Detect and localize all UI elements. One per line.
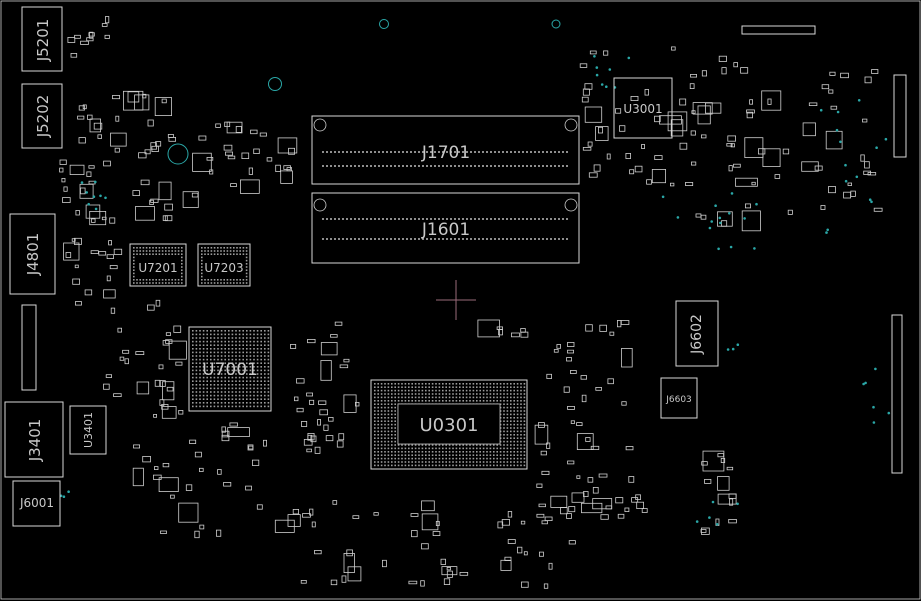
crosshair-icon xyxy=(436,280,476,320)
u0301-label: U0301 xyxy=(420,415,479,436)
chip-u7203[interactable]: U7203 xyxy=(197,243,251,287)
u3001-label: U3001 xyxy=(623,102,662,116)
j5202-label: J5202 xyxy=(34,95,52,139)
chip-u0301[interactable]: U0301 xyxy=(370,379,528,470)
connector-left-edge[interactable] xyxy=(21,304,37,391)
connector-j6001[interactable]: J6001 xyxy=(12,480,61,527)
j6602-label: J6602 xyxy=(689,314,705,355)
j4801-label: J4801 xyxy=(24,233,42,277)
connector-j4801[interactable]: J4801 xyxy=(9,213,56,295)
connector-top-right[interactable] xyxy=(741,25,816,35)
u7201-label: U7201 xyxy=(138,261,177,275)
chip-u7201[interactable]: U7201 xyxy=(129,243,187,287)
u3401-label: U3401 xyxy=(82,412,95,448)
connector-right-top[interactable] xyxy=(893,74,907,158)
chip-u3001[interactable]: U3001 xyxy=(613,77,673,139)
connector-j6603[interactable]: J6603 xyxy=(660,377,698,419)
mounting-hole xyxy=(167,143,189,165)
vias xyxy=(59,55,891,526)
u7203-label: U7203 xyxy=(204,261,243,275)
u7001-label: U7001 xyxy=(202,360,258,380)
chip-u7001[interactable]: U7001 xyxy=(188,326,272,412)
connector-j3401[interactable]: J3401 xyxy=(4,401,64,478)
j3401-label: J3401 xyxy=(26,419,44,463)
j6603-label: J6603 xyxy=(665,395,692,405)
mounting-hole xyxy=(551,19,561,29)
slot-j1701[interactable]: J1701 xyxy=(311,115,580,185)
j1601-label: J1601 xyxy=(421,220,470,240)
smd-components xyxy=(59,16,883,589)
connector-j5202[interactable]: J5202 xyxy=(21,83,63,149)
connector-j5201[interactable]: J5201 xyxy=(21,6,63,72)
j5201-label: J5201 xyxy=(34,19,52,63)
connector-j6602[interactable]: J6602 xyxy=(675,300,719,367)
mounting-hole xyxy=(379,19,389,29)
connector-right-edge[interactable] xyxy=(891,314,903,474)
chip-u3401[interactable]: U3401 xyxy=(69,405,107,455)
j6001-label: J6001 xyxy=(19,496,54,510)
mounting-hole xyxy=(268,77,282,91)
slot-j1601[interactable]: J1601 xyxy=(311,192,580,264)
j1701-label: J1701 xyxy=(421,143,470,163)
